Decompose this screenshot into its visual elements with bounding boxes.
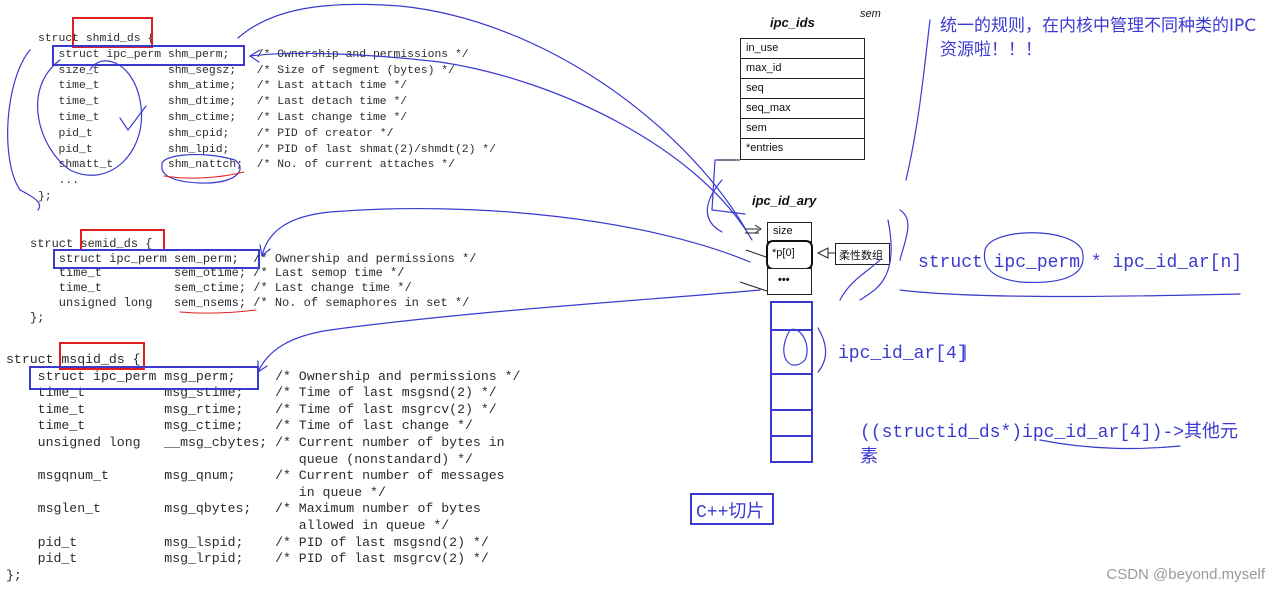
code-line: unsigned long __msg_cbytes; /* Current n… bbox=[6, 434, 505, 450]
flex-array-callout: 柔性数组 bbox=[835, 243, 890, 265]
shm-perm-highlight bbox=[52, 45, 245, 66]
ipc-ids-field: in_use bbox=[741, 39, 864, 59]
cpp-slicing-note: C++切片 bbox=[696, 503, 765, 523]
ipc-ids-field: seq bbox=[741, 79, 864, 99]
cast-note: ((structid_ds*)ipc_id_ar[4])->其他元素 bbox=[860, 423, 1239, 468]
size-arrow bbox=[745, 224, 762, 234]
ipc-id-ar-declaration: struct ipc_perm * ipc_id_ar[n] bbox=[918, 253, 1243, 273]
ipc-id-ary-size-cell: size bbox=[767, 222, 812, 242]
code-line: in queue */ bbox=[6, 484, 386, 500]
code-line: }; bbox=[6, 567, 22, 583]
ipc-ids-title: ipc_ids bbox=[770, 15, 815, 30]
code-line: shmatt_t shm_nattch; /* No. of current a… bbox=[38, 159, 455, 172]
code-line: time_t sem_otime; /* Last semop time */ bbox=[30, 266, 405, 281]
msqid-name-highlight bbox=[59, 342, 145, 370]
rule-note: 统一的规则，在内核中管理不同种类的IPC资源啦！！！ bbox=[940, 16, 1257, 60]
msqid-ds-code: struct msqid_ds { struct ipc_perm msg_pe… bbox=[6, 352, 520, 584]
ipc-ids-field: *entries bbox=[746, 142, 784, 154]
callout-arrow bbox=[816, 247, 835, 259]
ipc-ids-field: seq_max bbox=[741, 99, 864, 119]
code-line: msglen_t msg_qbytes; /* Maximum number o… bbox=[6, 501, 481, 517]
pointer-line bbox=[711, 159, 746, 215]
semid-ds-header: struct semid_ds { bbox=[30, 237, 153, 251]
scribble-line bbox=[905, 19, 931, 181]
code-line: allowed in queue */ bbox=[6, 517, 450, 533]
ipc-ids-field: sem bbox=[741, 119, 864, 139]
code-line: pid_t msg_lspid; /* PID of last msgsnd(2… bbox=[6, 534, 489, 550]
csdn-watermark: CSDN @beyond.myself bbox=[1106, 566, 1265, 583]
sem-perm-highlight bbox=[53, 249, 260, 269]
ipc-id-ary-title: ipc_id_ary bbox=[752, 193, 817, 208]
ipc-ids-field: max_id bbox=[741, 59, 864, 79]
code-line: time_t msg_rtime; /* Time of last msgrcv… bbox=[6, 401, 497, 417]
size-label: size bbox=[773, 225, 793, 237]
p0-circle-mark bbox=[766, 240, 813, 270]
sem-side-label: sem bbox=[860, 8, 881, 20]
code-line: ... bbox=[38, 175, 80, 188]
code-line: time_t msg_ctime; /* Time of last change… bbox=[6, 418, 473, 434]
array-cell bbox=[770, 301, 813, 331]
array-cell bbox=[770, 373, 813, 411]
msqid-ds-header: struct msqid_ds { bbox=[6, 352, 141, 367]
p0-label: *p[0] bbox=[772, 247, 795, 259]
scribble-line bbox=[899, 209, 909, 261]
scribble-line bbox=[706, 179, 723, 233]
code-line: }; bbox=[38, 190, 52, 203]
msg-perm-highlight bbox=[29, 366, 259, 390]
scribble-line bbox=[839, 259, 881, 301]
code-line: time_t shm_dtime; /* Last detach time */ bbox=[38, 96, 408, 109]
code-line: }; bbox=[30, 310, 45, 325]
cpp-slicing-box bbox=[690, 493, 774, 525]
shmid-name-highlight bbox=[72, 17, 153, 48]
scribble-line bbox=[899, 289, 1241, 298]
dots-label: ••• bbox=[778, 274, 790, 286]
code-line: pid_t shm_cpid; /* PID of creator */ bbox=[38, 127, 394, 140]
semid-name-highlight bbox=[80, 229, 165, 251]
code-line: pid_t shm_lpid; /* PID of last shmat(2)/… bbox=[38, 143, 496, 156]
code-line: time_t shm_ctime; /* Last change time */ bbox=[38, 111, 408, 124]
ipc-id-ary-dots-cell: ••• bbox=[767, 268, 812, 295]
array-cell bbox=[770, 409, 813, 437]
array-cell bbox=[770, 435, 813, 463]
black-pointer-line bbox=[745, 249, 767, 258]
ipc-ids-table: in_use max_id seq seq_max sem *entries bbox=[740, 38, 865, 160]
code-line: unsigned long sem_nsems; /* No. of semap… bbox=[30, 295, 470, 310]
code-line: pid_t msg_lrpid; /* PID of last msgrcv(2… bbox=[6, 551, 489, 567]
flex-array-label: 柔性数组 bbox=[839, 250, 883, 262]
code-line: time_t shm_atime; /* Last attach time */ bbox=[38, 80, 408, 93]
code-line: time_t sem_ctime; /* Last change time */ bbox=[30, 281, 412, 296]
code-line: msgqnum_t msg_qnum; /* Current number of… bbox=[6, 468, 505, 484]
array-cell-index-4 bbox=[770, 329, 813, 375]
code-line: queue (nonstandard) */ bbox=[6, 451, 473, 467]
black-pointer-line bbox=[739, 281, 768, 292]
code-line: size_t shm_segsz; /* Size of segment (by… bbox=[38, 64, 455, 77]
scribble-loop bbox=[7, 49, 41, 211]
shmid-ds-header: struct shmid_ds { bbox=[38, 33, 155, 45]
bracket-line bbox=[817, 327, 827, 373]
ipc-id-ar4-label: ipc_id_ar[4] bbox=[838, 344, 968, 364]
